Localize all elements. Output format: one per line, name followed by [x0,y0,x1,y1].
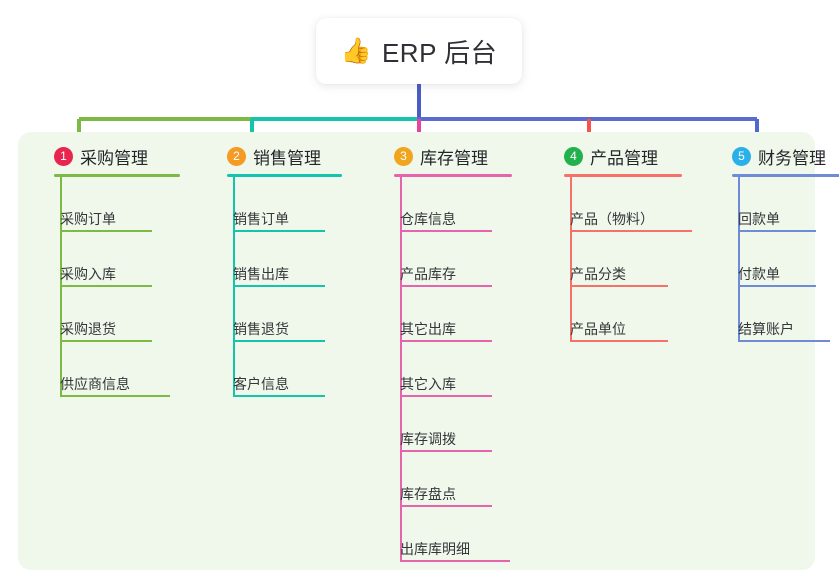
leaf-underline [400,450,492,452]
leaf-underline [738,230,816,232]
branch-leaf[interactable]: 其它入库 [374,376,539,397]
branch-leaf[interactable]: 产品单位 [544,321,709,342]
branch-leaf[interactable]: 采购退货 [34,321,199,342]
branch-columns: 1 采购管理采购订单采购入库采购退货供应商信息 2 销售管理销售订单销售出库销售退货客… [18,132,839,570]
leaf-underline [400,505,492,507]
thumbs-up-icon: 👍 [340,36,372,65]
root-node[interactable]: 👍 ERP 后台 [316,18,522,84]
leaf-underline [233,340,325,342]
leaf-label: 客户信息 [233,376,289,392]
branch-leaf[interactable]: 客户信息 [207,376,372,397]
leaf-label: 库存调拨 [400,431,456,447]
leaf-label: 产品库存 [400,266,456,282]
branch-number-badge: 5 [732,147,751,166]
leaf-label: 产品分类 [570,266,626,282]
branch-spine [570,177,572,340]
leaf-label: 其它入库 [400,376,456,392]
leaf-label: 回款单 [738,211,780,227]
leaf-label: 产品单位 [570,321,626,337]
leaf-underline [400,395,492,397]
leaf-label: 仓库信息 [400,211,456,227]
branch-leaf[interactable]: 采购订单 [34,211,199,232]
leaf-label: 付款单 [738,266,780,282]
branch-leaf[interactable]: 产品（物料） [544,211,709,232]
branch-header-4[interactable]: 4 产品管理 [564,144,658,169]
branch-number-badge: 4 [564,147,583,166]
branch-spine [400,177,402,560]
branch-leaf[interactable]: 供应商信息 [34,376,199,397]
branch-number-badge: 2 [227,147,246,166]
branch-leaf[interactable]: 销售订单 [207,211,372,232]
branch-underline [564,174,682,177]
branch-header-5[interactable]: 5 财务管理 [732,144,826,169]
branch-underline [54,174,180,177]
branch-underline [732,174,839,177]
branch-header-2[interactable]: 2 销售管理 [227,144,321,169]
leaf-underline [233,230,325,232]
leaf-underline [400,285,492,287]
leaf-label: 出库库明细 [400,541,470,557]
leaf-underline [570,340,668,342]
leaf-label: 销售订单 [233,211,289,227]
branch-title: 产品管理 [590,149,658,168]
leaf-underline [233,395,325,397]
leaf-label: 销售退货 [233,321,289,337]
branch-title: 销售管理 [253,149,321,168]
root-node-label: ERP 后台 [381,37,498,68]
branch-leaf[interactable]: 库存盘点 [374,486,539,507]
branch-underline [394,174,512,177]
branch-number-badge: 3 [394,147,413,166]
leaf-label: 采购订单 [60,211,116,227]
leaf-underline [60,230,152,232]
branch-underline [227,174,342,177]
leaf-label: 产品（物料） [570,211,654,227]
branch-leaf[interactable]: 出库库明细 [374,541,539,562]
leaf-underline [60,395,170,397]
branch-leaf[interactable]: 其它出库 [374,321,539,342]
branch-spine [738,177,740,340]
branch-leaf[interactable]: 产品库存 [374,266,539,287]
branch-leaf[interactable]: 库存调拨 [374,431,539,452]
leaf-underline [738,340,830,342]
leaf-underline [60,340,152,342]
branch-leaf[interactable]: 付款单 [712,266,839,287]
leaf-underline [400,340,492,342]
branch-leaf[interactable]: 采购入库 [34,266,199,287]
branch-header-3[interactable]: 3 库存管理 [394,144,488,169]
branch-title: 财务管理 [758,149,826,168]
leaf-label: 供应商信息 [60,376,130,392]
leaf-label: 采购退货 [60,321,116,337]
leaf-underline [400,230,492,232]
branch-leaf[interactable]: 回款单 [712,211,839,232]
branch-title: 采购管理 [80,149,148,168]
leaf-underline [570,230,692,232]
branch-leaf[interactable]: 销售退货 [207,321,372,342]
leaf-underline [570,285,668,287]
branch-leaf[interactable]: 产品分类 [544,266,709,287]
branch-header-1[interactable]: 1 采购管理 [54,144,148,169]
leaf-label: 结算账户 [738,321,794,337]
leaf-underline [60,285,152,287]
leaf-underline [738,285,816,287]
branch-title: 库存管理 [420,149,488,168]
leaf-label: 销售出库 [233,266,289,282]
leaf-underline [400,560,510,562]
branch-leaf[interactable]: 销售出库 [207,266,372,287]
branch-number-badge: 1 [54,147,73,166]
leaf-underline [233,285,325,287]
branch-panel [18,132,815,570]
leaf-label: 采购入库 [60,266,116,282]
branch-leaf[interactable]: 仓库信息 [374,211,539,232]
branch-leaf[interactable]: 结算账户 [712,321,839,342]
leaf-label: 库存盘点 [400,486,456,502]
leaf-label: 其它出库 [400,321,456,337]
